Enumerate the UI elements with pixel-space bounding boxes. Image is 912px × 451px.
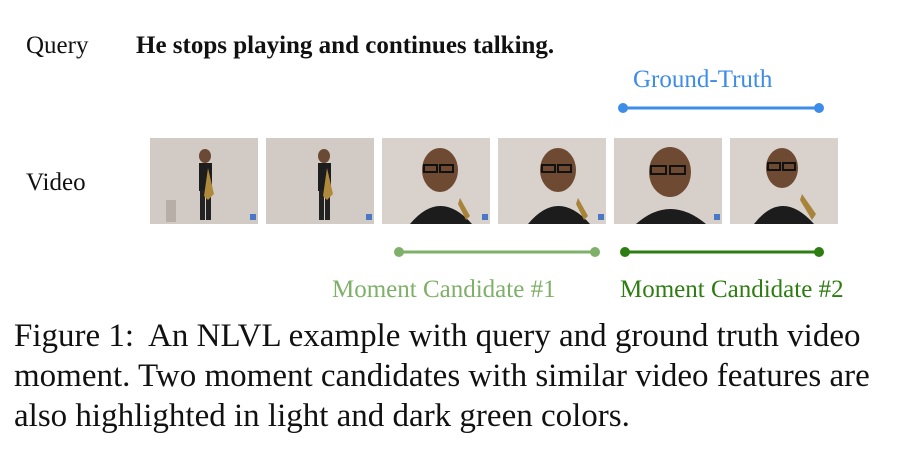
video-frame-2 <box>266 138 374 224</box>
ground-truth-label: Ground-Truth <box>633 66 773 93</box>
candidate-2-bar <box>620 247 824 257</box>
query-label: Query <box>26 32 89 59</box>
video-frame-3 <box>382 138 490 224</box>
ground-truth-bar <box>618 103 824 113</box>
video-frame-6 <box>730 138 838 224</box>
candidate-1-bar <box>394 247 600 257</box>
candidate-2-label: Moment Candidate #2 <box>620 276 844 303</box>
video-frame-5 <box>614 138 722 224</box>
caption-text: An NLVL example with query and ground tr… <box>14 318 870 434</box>
figure-caption: Figure 1:An NLVL example with query and … <box>14 316 904 436</box>
video-label: Video <box>26 169 86 196</box>
query-text: He stops playing and continues talking. <box>136 32 555 59</box>
candidate-1-label: Moment Candidate #1 <box>332 276 556 303</box>
video-frame-4 <box>498 138 606 224</box>
figure-number: Figure 1: <box>14 318 135 354</box>
segment-bars <box>394 103 824 257</box>
video-frame-1 <box>150 138 258 224</box>
